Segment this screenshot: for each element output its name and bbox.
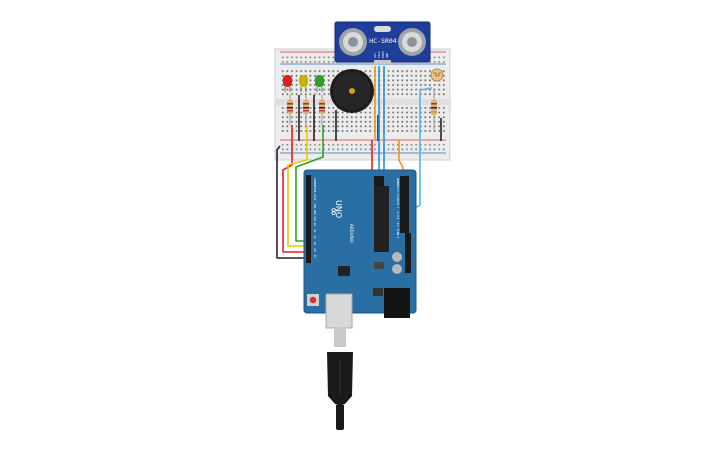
header-pin-label: A4	[313, 248, 317, 252]
photoresistor	[430, 68, 444, 82]
reset-button-cap	[309, 296, 317, 304]
header-pin-label: ~11	[396, 192, 400, 197]
ultrasonic-sensor: HC-SR04 VCC TRIG ECHO GND	[334, 21, 431, 64]
led-green	[315, 75, 324, 92]
header-pin-label: VIN	[313, 216, 317, 221]
header-pin-label: 13	[396, 185, 400, 189]
sensor-pin-label: TRIG	[377, 51, 381, 58]
sensor-pin-label: GND	[385, 53, 389, 58]
header-pin-label: GND	[313, 204, 317, 209]
header-pin-label: TX 1	[396, 228, 400, 235]
header-pin-label: GND	[396, 182, 400, 187]
header-pin-label: ~6	[396, 210, 400, 214]
header-pin-label: A1	[313, 229, 317, 233]
header-pin-label: ~5	[396, 214, 400, 218]
header-pin-label: 4	[396, 218, 400, 220]
header-pin-label: ~3	[396, 221, 400, 225]
resistor-1	[287, 95, 293, 125]
led-yellow	[299, 75, 308, 92]
header-pin-label: 3.3V	[313, 191, 317, 198]
header-pin-label: 7	[396, 207, 400, 209]
buzzer	[330, 69, 374, 113]
svg-text:∞: ∞	[327, 208, 341, 215]
usb-cable	[327, 327, 353, 430]
sensor-model-label: HC-SR04	[369, 37, 396, 45]
header-pin-label: RESET	[313, 184, 317, 192]
header-pin-label: 2	[396, 225, 400, 227]
resistor-2	[303, 95, 309, 125]
header-pin-label: 8	[396, 203, 400, 205]
header-pin-label: AREF	[396, 178, 400, 185]
header-pin-label: RX 0	[396, 232, 400, 239]
resistor-3	[319, 95, 325, 125]
header-pin-label: ~10	[396, 196, 400, 201]
header-pin-label: A0	[313, 223, 317, 227]
header-pin-label: GND	[313, 210, 317, 215]
sensor-pin-label: VCC	[373, 53, 377, 58]
led-red	[283, 75, 292, 92]
arduino-logo: ∞ UNO ARDUINO	[327, 200, 354, 243]
board-model-label: UNO	[334, 200, 343, 218]
resistor-4	[431, 88, 437, 130]
header-pin-label: A5	[313, 255, 317, 259]
header-pin-label: A3	[313, 242, 317, 246]
header-pin-label: A2	[313, 236, 317, 240]
header-pin-label: IOREF	[313, 178, 317, 186]
header-pin-label: 5V	[313, 197, 317, 201]
header-pin-label: 12	[396, 189, 400, 193]
sensor-pin-label: ECHO	[381, 51, 385, 58]
header-pin-label: ~9	[396, 200, 400, 204]
board-brand-label: ARDUINO	[349, 224, 354, 243]
arduino-uno-board: ∞ UNO ARDUINO AREFGND1312~11~10~987~6~54…	[303, 169, 417, 329]
